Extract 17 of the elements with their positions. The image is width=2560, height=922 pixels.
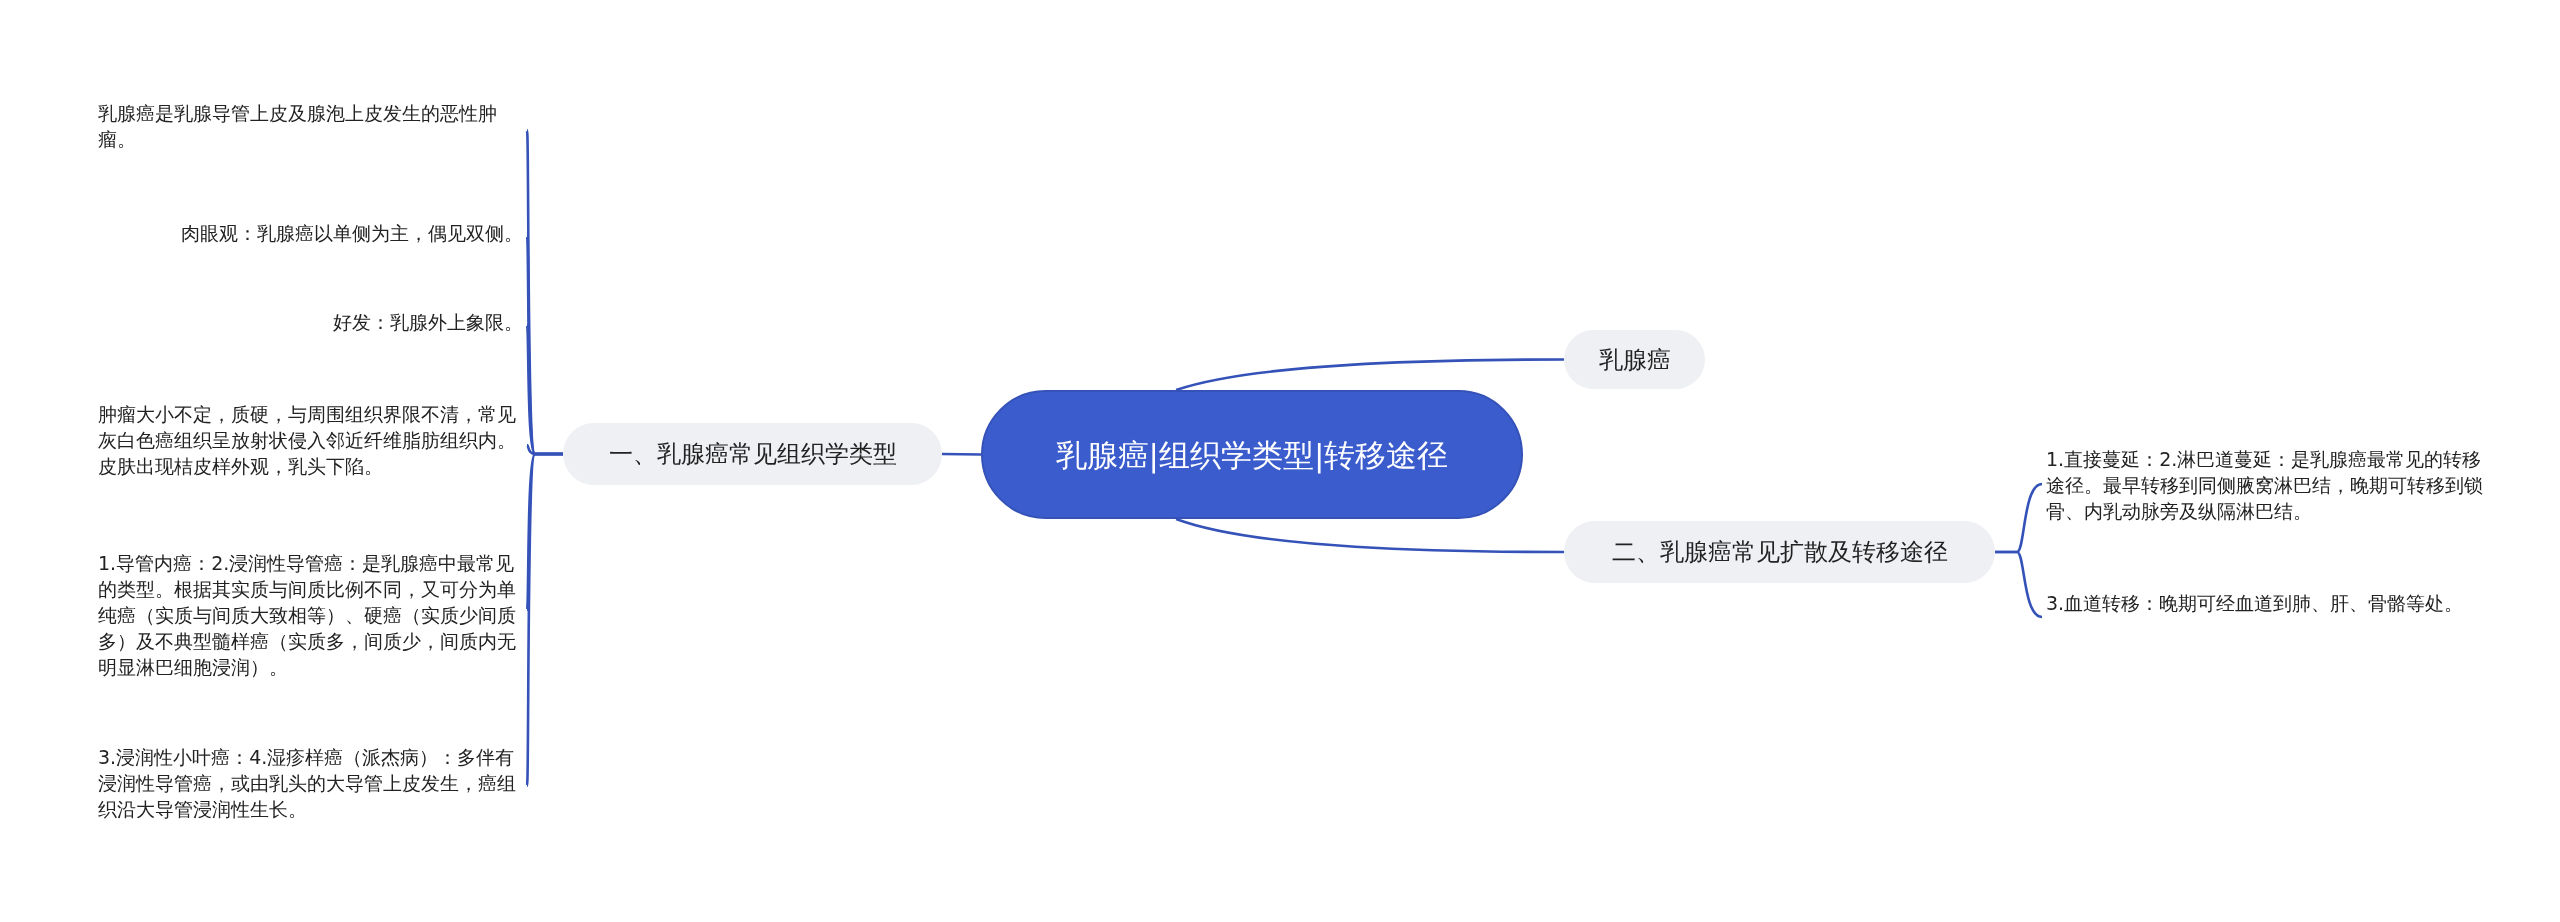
- connector-line: [1995, 550, 2043, 619]
- note-text: 1.直接蔓延：2.淋巴道蔓延：是乳腺癌最常见的转移途径。最早转移到同侧腋窝淋巴结，晚期可转移到锁骨、内乳动脉旁及纵隔淋巴结。: [2046, 446, 2486, 524]
- topic-box: 二、乳腺癌常见扩散及转移途径: [1564, 521, 1995, 583]
- note-text: 乳腺癌是乳腺导管上皮及腺泡上皮发生的恶性肿瘤。: [98, 100, 523, 152]
- topic-box: 乳腺癌: [1564, 330, 1705, 389]
- connector-line: [942, 452, 981, 456]
- note-text: 好发：乳腺外上象限。: [98, 309, 523, 335]
- note-text: 肿瘤大小不定，质硬，与周围组织界限不清，常见灰白色癌组织呈放射状侵入邻近纤维脂肪组织内。皮肤出现桔皮样外观，乳头下陷。: [98, 401, 523, 479]
- note-text: 1.导管内癌：2.浸润性导管癌：是乳腺癌中最常见的类型。根据其实质与间质比例不同，又可分为单纯癌（实质与间质大致相等）、硬癌（实质少间质多）及不典型髓样癌（实质多，间质少，间质内无明显淋巴细胞浸润）。: [98, 550, 523, 680]
- note-text: 3.血道转移：晚期可经血道到肺、肝、骨骼等处。: [2046, 590, 2486, 616]
- topic-box: 一、乳腺癌常见组织学类型: [563, 423, 942, 485]
- central-topic: 乳腺癌|组织学类型|转移途径: [981, 390, 1523, 519]
- note-text: 肉眼观：乳腺癌以单侧为主，偶见双侧。: [98, 220, 523, 246]
- note-text: 3.浸润性小叶癌：4.湿疹样癌（派杰病）：多伴有浸润性导管癌，或由乳头的大导管上皮发生，癌组织沿大导管浸润性生长。: [98, 744, 523, 822]
- connector-line: [1175, 358, 1564, 392]
- connector-line: [1175, 517, 1564, 554]
- connector-line: [525, 452, 563, 787]
